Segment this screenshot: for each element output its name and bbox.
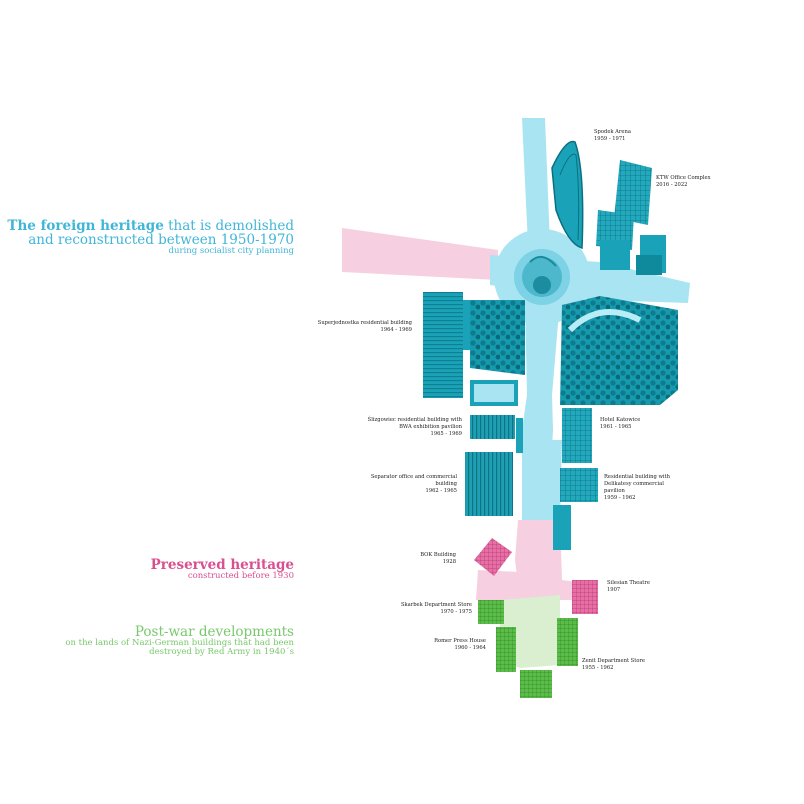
legend-foreign-rest: that is demolished bbox=[163, 218, 294, 234]
delikatesy-building bbox=[553, 468, 598, 550]
sluzowiec-building bbox=[470, 415, 523, 453]
legend-foreign-line3: during socialist city planning bbox=[168, 246, 294, 257]
label-separator: Separator office and commercial building… bbox=[370, 474, 457, 495]
label-zenit: Zenit Department Store 1955 - 1962 bbox=[582, 658, 645, 672]
romer-building bbox=[496, 627, 516, 672]
spodek-arena-building bbox=[551, 140, 584, 249]
legend-postwar-line3: destroyed by Red Army in 1940´s bbox=[149, 647, 294, 658]
legend-postwar-title: Post-war developments bbox=[134, 624, 294, 640]
legend-foreign-line2: and reconstructed between 1950-1970 bbox=[28, 232, 294, 249]
road-west-pink bbox=[342, 228, 498, 280]
label-ktw: KTW Office Complex 2016 - 2022 bbox=[656, 175, 711, 189]
silesian-theatre-building bbox=[572, 580, 598, 614]
label-bok: BOK Building 1928 bbox=[420, 552, 456, 566]
legend-postwar-developments: Post-war developments on the lands of Na… bbox=[65, 625, 294, 657]
label-hotel-katowice: Hotel Katowice 1961 - 1965 bbox=[600, 417, 641, 431]
road-network-cyan bbox=[490, 118, 690, 520]
label-superjednostka: Superjednostka residential building 1964… bbox=[317, 320, 412, 334]
superjednostka-building bbox=[423, 292, 471, 398]
label-skarbek: Skarbek Department Store 1970 - 1975 bbox=[400, 602, 472, 616]
legend-preserved-subtitle: constructed before 1930 bbox=[187, 571, 294, 582]
skarbek-building bbox=[478, 600, 504, 624]
legend-foreign-bold: The foreign heritage bbox=[7, 218, 164, 234]
label-romer: Romer Press House 1960 - 1964 bbox=[434, 638, 486, 652]
park-block bbox=[470, 300, 525, 406]
label-silesian-theatre: Silesian Theatre 1907 bbox=[607, 580, 650, 594]
label-sluzowiec: Ślizgowiec residential building with BWA… bbox=[367, 417, 462, 438]
legend-foreign-heritage: The foreign heritage that is demolished … bbox=[7, 219, 294, 256]
bok-building bbox=[474, 538, 512, 576]
legend-postwar-line2: on the lands of Nazi-German buildings th… bbox=[65, 638, 294, 649]
road-south-pink bbox=[476, 520, 598, 600]
label-spodek: Spodek Arena 1959 - 1971 bbox=[594, 129, 631, 143]
label-delikatesy: Residential building with Delikatesy com… bbox=[604, 474, 670, 502]
hotel-katowice-building bbox=[562, 408, 592, 463]
legend-preserved-title: Preserved heritage bbox=[150, 557, 294, 573]
legend-preserved-heritage: Preserved heritage constructed before 19… bbox=[151, 558, 294, 581]
zenit-building bbox=[520, 618, 578, 698]
ktw-office-complex bbox=[596, 160, 666, 275]
hotel-katowice-park bbox=[560, 296, 678, 405]
separator-building bbox=[465, 452, 513, 516]
